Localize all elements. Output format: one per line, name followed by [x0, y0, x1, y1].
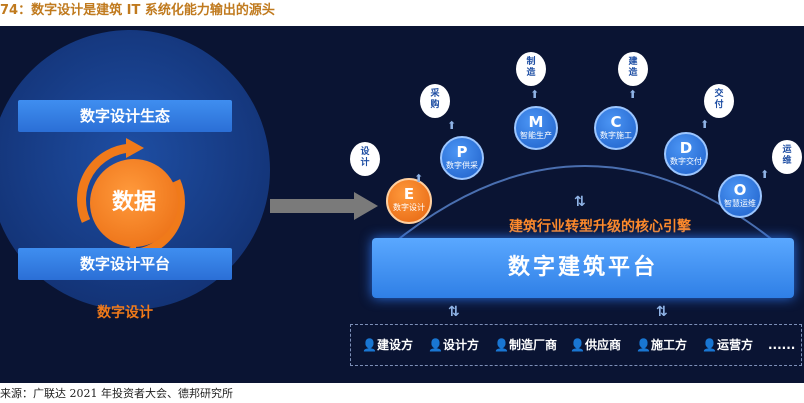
ecosystem-bar: 数字设计生态	[18, 100, 232, 132]
person-icon: 👤	[636, 338, 651, 352]
stakeholder-item: 👤设计方	[428, 338, 479, 352]
stakeholder-item: 👤施工方	[636, 338, 687, 352]
stakeholder-item: 👤供应商	[570, 338, 621, 352]
stakeholder-item: 👤运营方	[702, 338, 753, 352]
outer-design: 设计	[350, 142, 380, 176]
person-icon: 👤	[570, 338, 585, 352]
outer-manufacture: 制造	[516, 52, 546, 86]
person-icon: 👤	[702, 338, 717, 352]
ellipsis: ......	[768, 338, 796, 352]
up-arrow-icon: ⬆	[760, 168, 770, 181]
stakeholder-box	[350, 324, 802, 366]
core-engine-label: 建筑行业转型升级的核心引擎	[509, 219, 691, 235]
data-core: 数据	[90, 159, 178, 247]
outer-operate: 运维	[772, 140, 802, 174]
digital-design-label: 数字设计	[97, 305, 153, 321]
platform-bar: 数字设计平台	[18, 248, 232, 280]
up-arrow-icon: ⬆	[530, 88, 540, 101]
double-arrow-icon: ⇅	[448, 304, 460, 320]
person-icon: 👤	[494, 338, 509, 352]
outer-construct: 建造	[618, 52, 648, 86]
up-arrow-icon: ⬆	[628, 88, 638, 101]
stakeholder-item: 👤建设方	[362, 338, 413, 352]
up-arrow-icon: ⬆	[700, 118, 710, 131]
double-arrow-icon: ⇅	[656, 304, 668, 320]
right-arrow-icon	[270, 192, 378, 220]
outer-deliver: 交付	[704, 84, 734, 118]
up-arrow-icon: ⬆	[447, 119, 457, 132]
outer-procure: 采购	[420, 84, 450, 118]
double-arrow-icon: ⇅	[574, 194, 586, 210]
person-icon: 👤	[428, 338, 443, 352]
person-icon: 👤	[362, 338, 377, 352]
figure-caption: 74：数字设计是建筑 IT 系统化能力输出的源头	[0, 3, 275, 18]
digital-building-platform: 数字建筑平台	[372, 238, 794, 298]
up-arrow-icon: ⬆	[414, 172, 424, 185]
stakeholder-item: 👤制造厂商	[494, 338, 557, 352]
source-note: 来源：广联达 2021 年投资者大会、德邦研究所	[0, 387, 233, 400]
